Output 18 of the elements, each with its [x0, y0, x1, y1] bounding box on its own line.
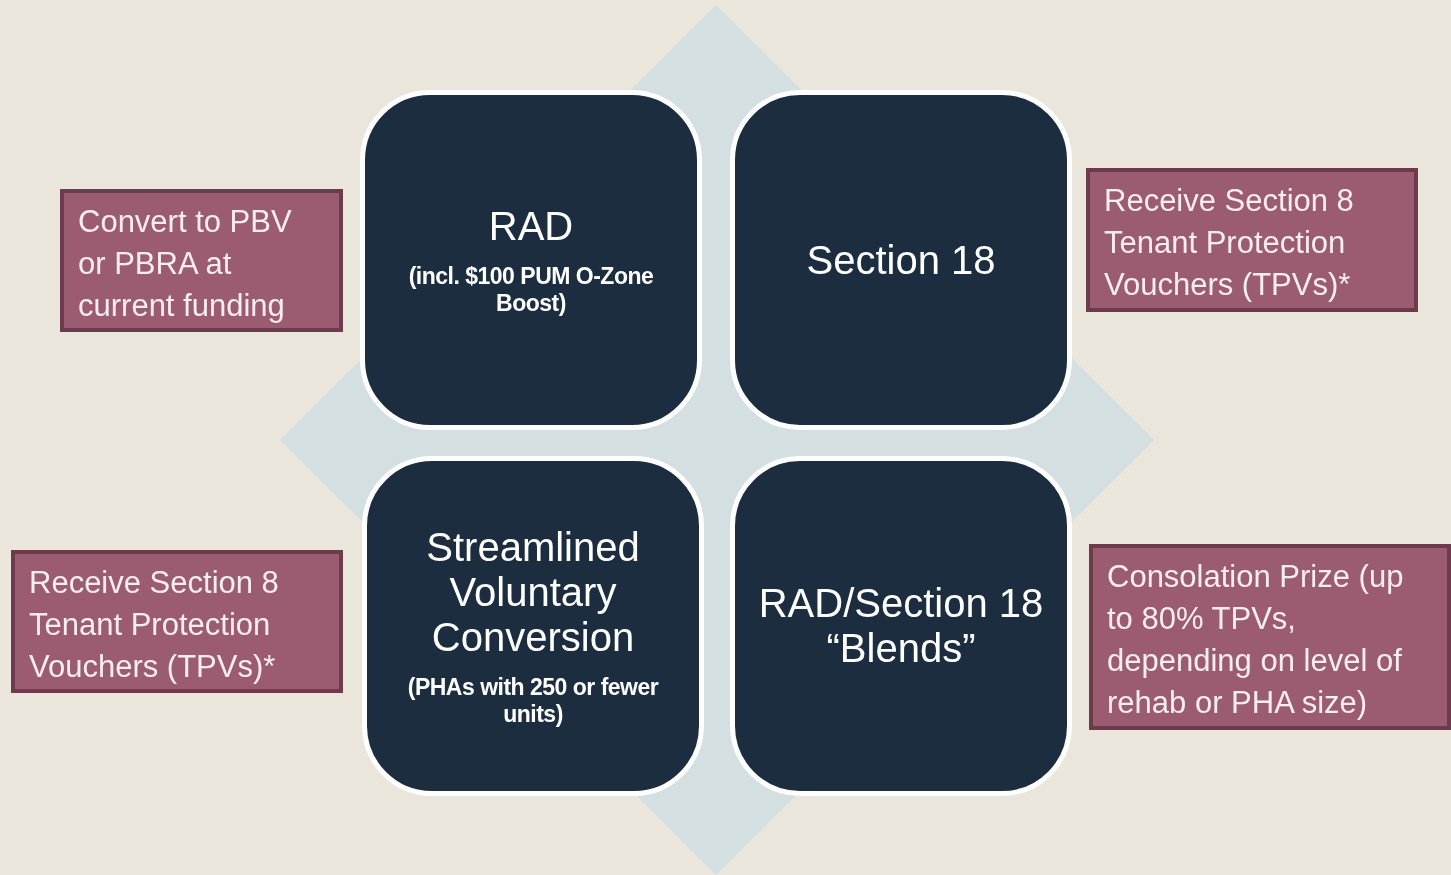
box-heading: Section 18	[806, 237, 996, 283]
box-heading: RAD/Section 18 “Blends”	[757, 581, 1045, 671]
rounded-box	[730, 90, 1072, 430]
box-heading: RAD	[488, 203, 574, 249]
rounded-box	[360, 90, 702, 430]
box-heading: Consolation Prize (up to 80% TPVs, depending on level of rehab or PHA size)	[1107, 558, 1405, 722]
box-note: (incl. $100 PUM O-Zone Boost)	[407, 262, 655, 317]
box-heading: Convert to PBV or PBRA at current funding	[78, 203, 293, 325]
box-heading: Receive Section 8 Tenant Protection Vouchers (TPVs)*	[1104, 182, 1355, 304]
note-box	[60, 189, 343, 332]
box-heading: Receive Section 8 Tenant Protection Vouchers (TPVs)*	[29, 564, 280, 686]
rounded-box	[362, 456, 704, 796]
box-note: (PHAs with 250 or fewer units)	[406, 673, 660, 728]
note-box	[11, 550, 343, 693]
note-box	[1086, 168, 1418, 312]
note-box	[1089, 544, 1451, 730]
rounded-box	[730, 456, 1072, 796]
box-heading: Streamlined Voluntary Conversion	[425, 524, 641, 660]
